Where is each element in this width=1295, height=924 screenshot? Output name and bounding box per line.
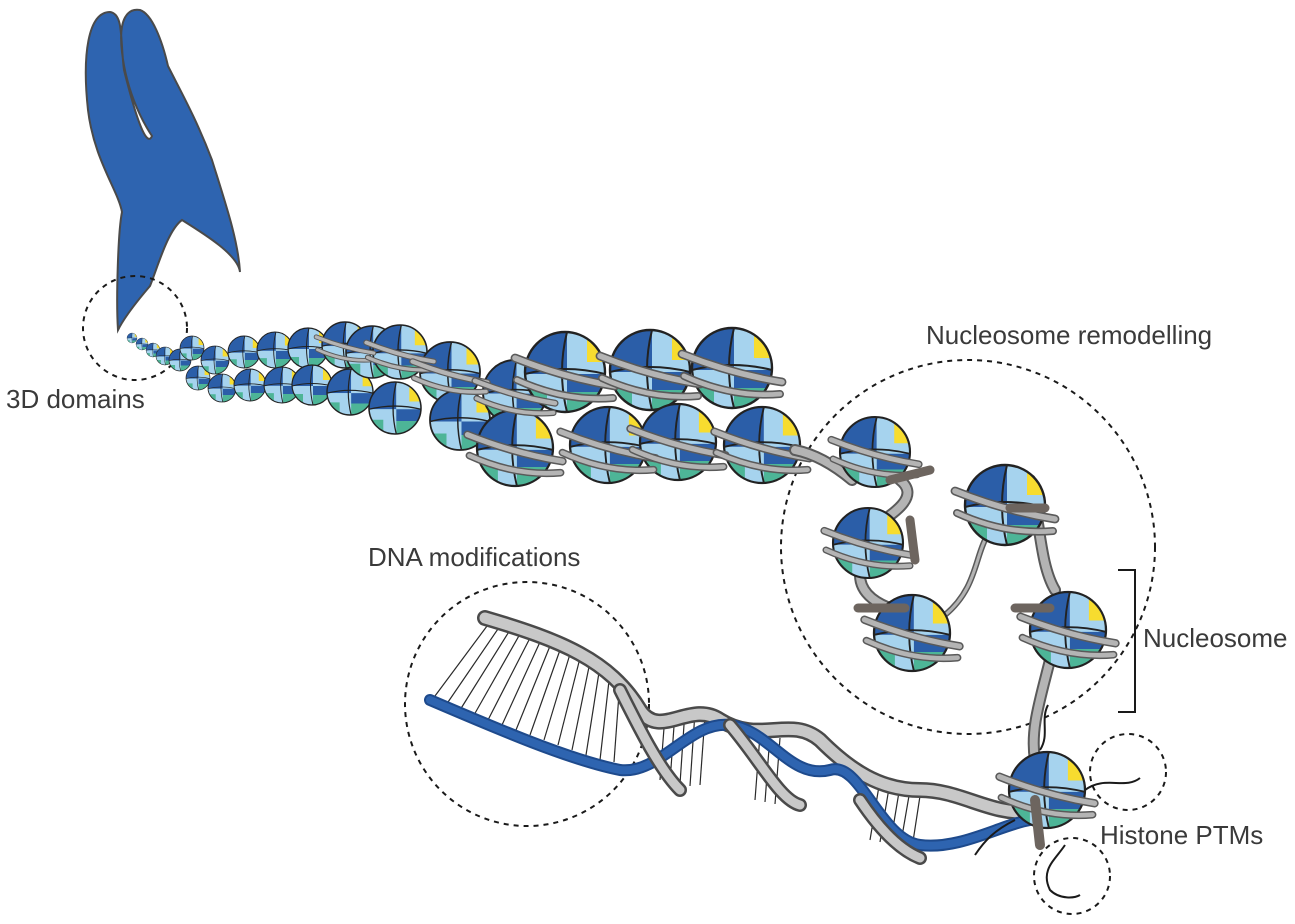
histone-stubs: [853, 465, 1055, 613]
circle-ptm-2: [1033, 837, 1111, 915]
circle-ptm-1: [1089, 733, 1167, 811]
chromosome-shape: [84, 8, 241, 334]
circle-dna-modifications: [404, 581, 650, 827]
label-3d-domains: 3D domains: [6, 384, 145, 414]
circle-3d-domains: [82, 275, 188, 381]
circle-remodelling: [780, 359, 1156, 735]
nucleosome-bracket: [1118, 569, 1136, 713]
label-dna-modifications: DNA modifications: [368, 542, 581, 572]
chromatin-fiber: [127, 322, 810, 486]
ptm-nucleosome: [974, 704, 1141, 899]
label-nucleosome: Nucleosome: [1143, 623, 1288, 653]
label-histone-ptms: Histone PTMs: [1100, 820, 1264, 850]
highlight-circles: [82, 275, 1167, 915]
remodelling-nucleosomes: [824, 417, 1115, 671]
dna-double-helix: [424, 610, 1038, 865]
label-nucleosome-remodelling: Nucleosome remodelling: [926, 320, 1213, 350]
